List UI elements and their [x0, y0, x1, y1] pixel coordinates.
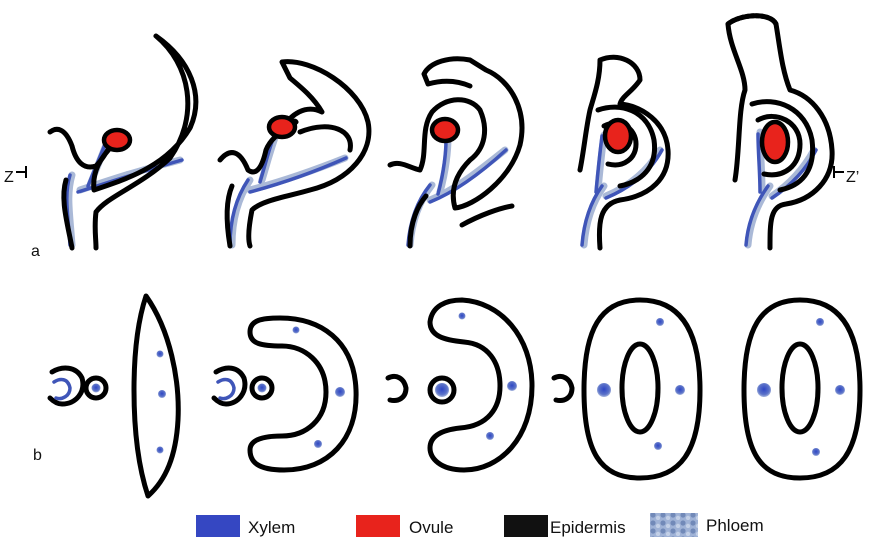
- epidermis-outline: [217, 59, 372, 249]
- longitudinal-stage-4: [577, 54, 671, 251]
- longitudinal-stage-3: [387, 56, 525, 249]
- vascular-bundle: [597, 383, 611, 397]
- vascular-bundle: [757, 383, 771, 397]
- epidermis-swatch: [504, 515, 548, 537]
- panel-b: b: [33, 293, 863, 499]
- vascular-bundle: [158, 390, 166, 398]
- legend-label-ovule: Ovule: [409, 518, 453, 537]
- longitudinal-stage-5: [725, 13, 835, 251]
- epidermis-outline: [47, 33, 199, 251]
- vascular-bundle: [91, 383, 101, 393]
- vascular-bundle: [675, 385, 685, 395]
- epidermis-outline: [725, 13, 835, 251]
- vascular-bundle: [656, 318, 664, 326]
- vascular-bundle: [486, 432, 494, 440]
- cross-section-1: [47, 293, 181, 499]
- epidermis-outline: [577, 54, 671, 251]
- vascular-bundle: [435, 383, 449, 397]
- vascular-bundle: [292, 326, 300, 334]
- vascular-bundle: [816, 318, 824, 326]
- marker-z-prime-label: Z’: [846, 169, 859, 186]
- legend-item-epidermis: Epidermis: [504, 515, 626, 537]
- ovule-swatch: [356, 515, 400, 537]
- ovule: [266, 114, 298, 140]
- vascular-bundle: [458, 312, 466, 320]
- legend-item-ovule: Ovule: [356, 515, 453, 537]
- legend-item-phloem: Phloem: [650, 513, 764, 537]
- panel-label-a: a: [31, 243, 40, 260]
- ovule: [429, 116, 461, 144]
- vascular-bundle: [156, 350, 164, 358]
- vascular-bundle: [654, 442, 662, 450]
- vascular-bundle: [812, 448, 820, 456]
- vascular-bundle: [507, 381, 517, 391]
- phloem-swatch: [650, 513, 698, 537]
- section-marker-left: Z: [4, 166, 27, 186]
- ovule: [602, 117, 634, 155]
- vascular-bundle: [314, 440, 322, 448]
- epidermis-outline: [387, 56, 525, 211]
- panel-label-b: b: [33, 447, 42, 464]
- ovule: [759, 119, 791, 165]
- legend-label-epidermis: Epidermis: [550, 518, 626, 537]
- vascular-bundle: [835, 385, 845, 395]
- vascular-bundle: [156, 446, 164, 454]
- panel-a: Z Z’ a: [4, 13, 859, 260]
- cross-section-4: [551, 297, 703, 481]
- xylem-swatch: [196, 515, 240, 537]
- legend: Xylem Ovule Epidermis Phloem: [196, 513, 764, 537]
- cross-section-3: [385, 297, 535, 473]
- cross-section-5: [741, 297, 863, 481]
- vascular-bundle: [257, 383, 267, 393]
- section-marker-right: Z’: [833, 166, 859, 186]
- legend-item-xylem: Xylem: [196, 515, 295, 537]
- longitudinal-stage-2: [217, 59, 372, 249]
- ovule: [101, 127, 133, 153]
- vascular-bundle: [335, 387, 345, 397]
- legend-label-phloem: Phloem: [706, 516, 764, 535]
- longitudinal-stage-1: [47, 33, 199, 251]
- cross-section-2: [211, 315, 359, 473]
- marker-z-label: Z: [4, 169, 14, 186]
- legend-label-xylem: Xylem: [248, 518, 295, 537]
